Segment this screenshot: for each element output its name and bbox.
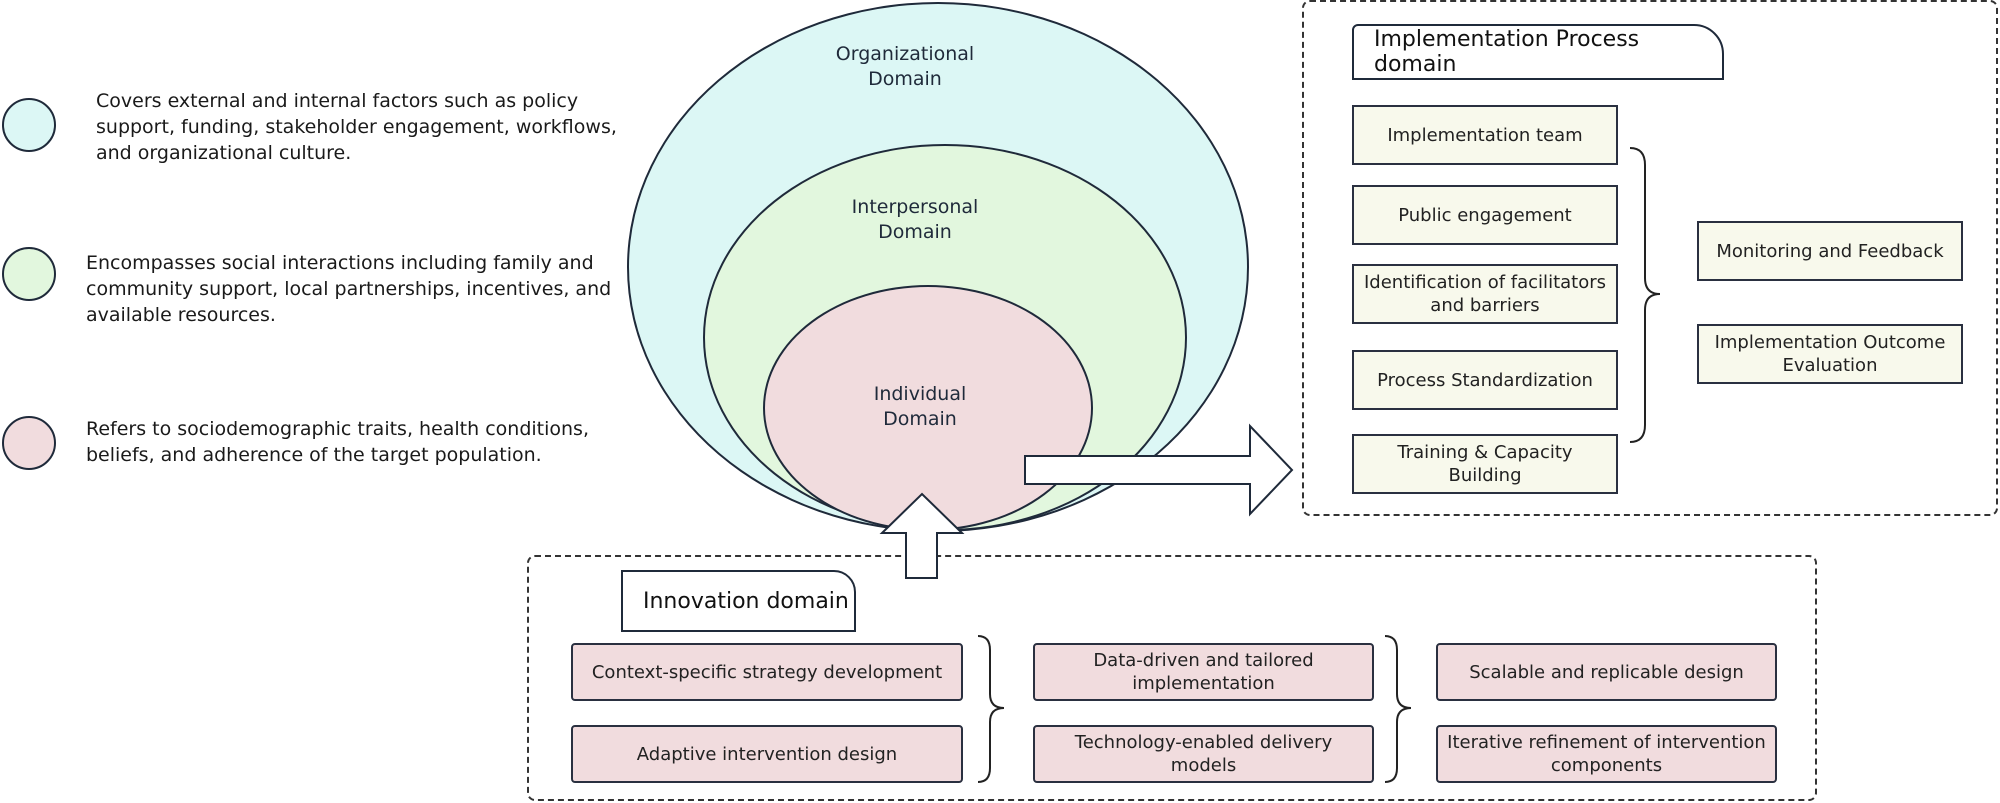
individual-domain-label: Individual Domain [873,383,967,430]
up-arrow [879,492,965,579]
right-arrow [1024,423,1294,517]
legend-text-interpersonal: Encompasses social interactions includin… [86,252,612,326]
impl-outcome-monitoring-feedback: Monitoring and Feedback [1697,221,1963,281]
impl-item-training-capacity: Training & Capacity Building [1352,434,1618,494]
impl-item-process-standardization: Process Standardization [1352,350,1618,410]
impl-item-public-engagement: Public engagement [1352,185,1618,245]
innov-item-iterative-refinement: Iterative refinement of intervention com… [1436,725,1777,783]
innov-item-context-specific: Context-specific strategy development [571,643,963,701]
implementation-brace [1629,147,1661,443]
impl-item-implementation-team: Implementation team [1352,105,1618,165]
legend-text-individual: Refers to sociodemographic traits, healt… [86,418,589,466]
innov-item-technology-enabled: Technology-enabled delivery models [1033,725,1374,783]
innovation-container [527,555,1817,801]
implementation-process-container [1302,0,1998,516]
innovation-title: Innovation domain [621,570,856,632]
impl-outcome-evaluation: Implementation Outcome Evaluation [1697,324,1963,384]
implementation-process-title: Implementation Process domain [1352,24,1724,80]
legend-circle-organizational [2,98,56,152]
innovation-brace-1 [977,635,1005,783]
innov-item-scalable-design: Scalable and replicable design [1436,643,1777,701]
legend-circle-interpersonal [2,247,56,301]
legend-text-organizational: Covers external and internal factors suc… [96,90,617,164]
innov-item-data-driven: Data-driven and tailored implementation [1033,643,1374,701]
organizational-domain-label: Organizational Domain [835,43,975,90]
interpersonal-domain-label: Interpersonal Domain [851,196,979,243]
legend-circle-individual [2,416,56,470]
impl-item-facilitators-barriers: Identification of facilitators and barri… [1352,264,1618,324]
innovation-brace-2 [1384,635,1412,783]
innov-item-adaptive-design: Adaptive intervention design [571,725,963,783]
